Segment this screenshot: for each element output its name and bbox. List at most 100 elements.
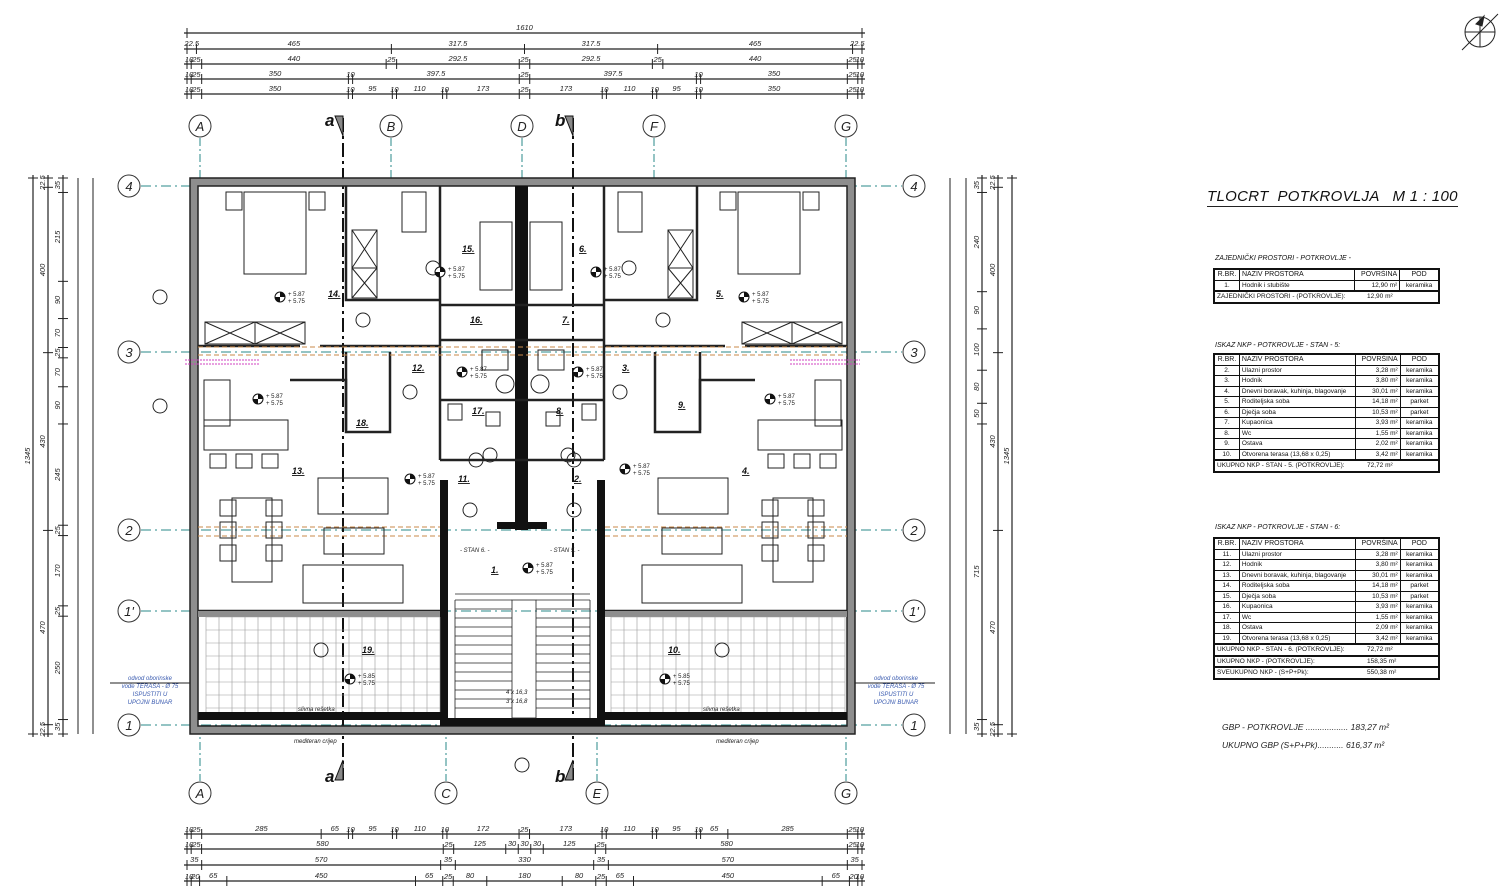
dimension-label: 35	[972, 180, 981, 189]
table-cell: keramika	[1399, 611, 1440, 623]
dimension-label: 95	[368, 824, 377, 833]
chair	[219, 499, 237, 517]
dimension-label: 285	[254, 824, 268, 833]
level-icon	[253, 394, 263, 404]
axis-bubble: F	[642, 114, 666, 138]
dimension-label: 35	[850, 855, 859, 864]
bathtub	[481, 349, 509, 371]
level-mark: + 5.87+ 5.75	[456, 366, 488, 380]
level-value: + 5.75	[586, 374, 604, 380]
axis-bubble: E	[585, 781, 609, 805]
sofa	[317, 477, 389, 515]
axis-circle	[834, 114, 858, 138]
double-bed	[737, 191, 801, 275]
axis-bubble: A	[188, 114, 212, 138]
axis-circle	[585, 781, 609, 805]
chair	[807, 544, 825, 562]
table-cell: 12,90 m²	[1354, 279, 1401, 292]
table-cell: 6.	[1213, 406, 1240, 418]
roof-label: mediteran crijep	[294, 739, 337, 745]
dimension-label: 95	[672, 84, 681, 93]
nightstand	[802, 191, 820, 211]
room-number: 13.	[292, 466, 305, 476]
table-cell: Ostava	[1238, 622, 1357, 634]
axis-label: 3	[125, 345, 133, 360]
door-marker	[402, 384, 418, 400]
axis-circle	[902, 340, 926, 364]
axis-bubble: A	[188, 781, 212, 805]
stair-note: 3 x 16,8	[506, 699, 528, 705]
level-value: + 5.75	[358, 681, 376, 687]
summary-cell: UKUPNO NKP - STAN - 5. (POTKROVLJE):72,7…	[1213, 459, 1440, 472]
table-row: 10.Otvorena terasa (13,68 x 0,25)3,42 m²…	[1213, 448, 1440, 461]
table-cell: keramika	[1399, 601, 1440, 613]
stan6-heading: ISKAZ NKP - POTKROVLJE - STAN - 6:	[1215, 524, 1341, 531]
table-cell: 14.	[1213, 580, 1240, 592]
summary-row: UKUPNO NKP - STAN - 5. (POTKROVLJE):72,7…	[1213, 459, 1440, 472]
axis-circle	[188, 114, 212, 138]
dimension-label: 10	[390, 85, 399, 94]
kitchen-island	[203, 419, 289, 451]
chair	[265, 544, 283, 562]
terrace-tiles	[205, 616, 846, 712]
outer-wall	[189, 177, 856, 735]
dimension-label: 10	[346, 70, 355, 79]
axis-circle	[117, 174, 141, 198]
room-number: 3.	[622, 363, 630, 373]
coffee-table	[323, 527, 385, 555]
dimension-label: 317.5	[449, 39, 469, 48]
table-cell: 7.	[1213, 417, 1240, 429]
table-cell: Wc	[1238, 427, 1357, 439]
dimension-label: 350	[768, 69, 781, 78]
dimension-label: 10	[650, 825, 659, 834]
coffee-table	[661, 527, 723, 555]
dimension-chain: 1345	[1002, 175, 1017, 737]
drain-note: odvod oborinske	[874, 676, 919, 682]
drain-note: UPOJNI BUNAR	[874, 700, 919, 706]
dimension-label: 100	[972, 342, 981, 355]
level-value: + 5.87	[586, 367, 604, 373]
dimension-label: 95	[368, 84, 377, 93]
level-mark: + 5.87+ 5.75	[572, 366, 604, 380]
sofa	[657, 477, 729, 515]
wardrobe	[667, 229, 694, 269]
window-marker	[152, 289, 168, 305]
chair	[807, 499, 825, 517]
axis-label: 3	[910, 345, 918, 360]
table-cell: 2,02 m²	[1355, 438, 1401, 450]
table-cell: 3,93 m²	[1355, 417, 1401, 429]
core-wall-bottom	[440, 718, 605, 726]
bar-stool	[819, 453, 837, 469]
door-marker	[621, 260, 637, 276]
summary-label: UKUPNO NKP - (POTKROVLJE):	[1217, 657, 1315, 665]
table-cell: 1,55 m²	[1355, 611, 1401, 623]
drain-note: UPOJNI BUNAR	[128, 700, 173, 706]
level-icon	[345, 674, 355, 684]
column-header: POD	[1399, 537, 1440, 550]
summary-cell: UKUPNO NKP - (POTKROVLJE):158,35 m²	[1213, 654, 1440, 668]
stan-label: - STAN 6. -	[460, 548, 490, 554]
dimension-label: 170	[53, 564, 62, 577]
beam-lines	[198, 346, 847, 537]
dimension-label: 10	[441, 825, 450, 834]
dimension-label: 65	[616, 871, 625, 880]
axis-circle	[117, 518, 141, 542]
wardrobe	[741, 321, 793, 345]
table-cell: keramika	[1399, 279, 1440, 292]
level-icon	[660, 674, 670, 684]
chair	[265, 499, 283, 517]
axis-bubble: D	[510, 114, 534, 138]
dimension-label: 65	[832, 871, 841, 880]
table-cell: 12.	[1213, 559, 1240, 571]
room-number: 14.	[328, 289, 341, 299]
table-cell: 3,28 m²	[1355, 548, 1401, 560]
